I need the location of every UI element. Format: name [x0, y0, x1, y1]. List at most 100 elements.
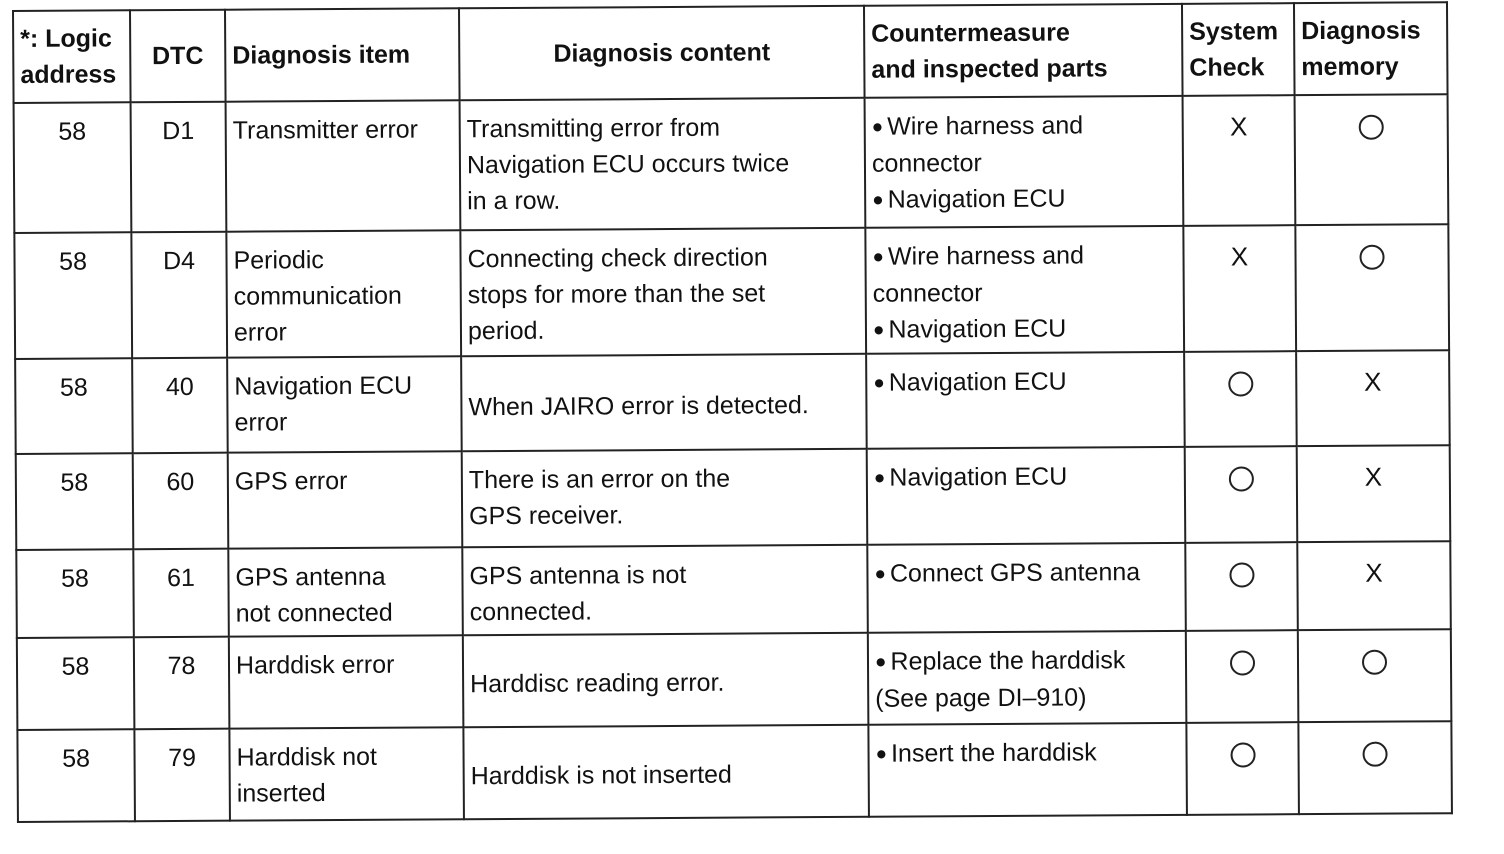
- bullet-icon: ●: [874, 651, 887, 673]
- diagnosis-content-line: period.: [467, 316, 545, 346]
- system-check-cell: [1185, 630, 1299, 723]
- header-diagnosis-item: Diagnosis item: [225, 8, 460, 102]
- countermeasure-line: ●Navigation ECU: [873, 462, 1068, 492]
- circle-mark-icon: [1227, 371, 1253, 397]
- system-check-cell: [1186, 722, 1299, 815]
- bullet-icon: ●: [873, 467, 886, 489]
- diagnosis-item-cell: GPS error: [227, 451, 463, 549]
- header-diagnosis-memory-line2: memory: [1301, 52, 1399, 82]
- logic-address-cell: 58: [13, 102, 132, 233]
- header-dtc: DTC: [130, 9, 226, 103]
- diagnosis-item-line: GPS error: [234, 466, 348, 496]
- countermeasure-line: ●Navigation ECU: [872, 314, 1067, 344]
- bullet-icon: ●: [872, 246, 885, 268]
- bullet-icon: ●: [874, 563, 887, 585]
- countermeasure-line: ●Replace the harddisk: [874, 646, 1126, 676]
- header-logic-address-line2: address: [20, 60, 117, 89]
- diagnosis-content-line: There is an error on the: [468, 464, 731, 495]
- dtc-cell: 60: [132, 452, 229, 550]
- x-mark: X: [1364, 366, 1382, 397]
- dtc-cell: 61: [133, 548, 229, 638]
- diagnosis-memory-cell: X: [1296, 445, 1451, 543]
- countermeasure-line: ●Connect GPS antenna: [874, 558, 1141, 588]
- header-system-check-line2: Check: [1189, 53, 1265, 82]
- system-check-cell: [1184, 351, 1297, 447]
- header-logic-address-line1: *: Logic: [20, 24, 112, 53]
- header-countermeasure-line1: Countermeasure: [871, 18, 1070, 48]
- diagnosis-content-line: Transmitting error from: [466, 113, 721, 144]
- diagnosis-content-line: Harddisk is not inserted: [470, 760, 733, 791]
- logic-address-cell: 58: [15, 358, 133, 454]
- diagnosis-item-cell: Harddisk error: [228, 635, 464, 729]
- header-row: *: Logic address DTC Diagnosis item Diag…: [13, 2, 1448, 103]
- header-system-check: System Check: [1181, 3, 1295, 96]
- countermeasure-cell: ●Wire harness and connector ●Navigation EC…: [864, 95, 1184, 228]
- logic-address-cell: 58: [14, 232, 133, 359]
- diagnosis-content-line: stops for more than the set: [467, 279, 766, 310]
- bullet-icon: ●: [873, 372, 885, 394]
- diagnosis-memory-cell: X: [1297, 541, 1451, 631]
- diagnosis-content-cell: Harddisk is not inserted: [463, 724, 869, 820]
- diagnosis-memory-cell: [1295, 224, 1450, 352]
- diagnosis-item-cell: Transmitter error: [225, 100, 461, 232]
- x-mark: X: [1365, 557, 1383, 588]
- system-check-cell: X: [1183, 225, 1297, 352]
- circle-mark-icon: [1228, 562, 1255, 588]
- bullet-icon: ●: [872, 189, 884, 211]
- diagnosis-item-line: error: [233, 318, 287, 347]
- diagnosis-item-line: inserted: [236, 779, 326, 808]
- system-check-cell: [1185, 542, 1298, 631]
- header-diagnosis-memory-line1: Diagnosis: [1301, 16, 1421, 46]
- countermeasure-cell: ●Replace the harddisk(See page DI–910): [867, 630, 1187, 725]
- dtc-table: *: Logic address DTC Diagnosis item Diag…: [12, 1, 1453, 823]
- countermeasure-cell: ●Navigation ECU: [866, 351, 1185, 449]
- diagnosis-item-cell: GPS antenna not connected: [228, 547, 463, 637]
- circle-mark-icon: [1228, 466, 1254, 492]
- diagnosis-item-line: GPS antenna: [235, 562, 386, 592]
- dtc-cell: 78: [133, 636, 230, 730]
- header-countermeasure-line2: and inspected parts: [871, 54, 1108, 84]
- countermeasure-line: ●Wire harness and: [871, 111, 1084, 141]
- dtc-cell: D1: [130, 101, 227, 233]
- diagnosis-item-line: Harddisk not: [236, 742, 378, 772]
- circle-mark-icon: [1229, 742, 1256, 768]
- bullet-icon: ●: [875, 743, 888, 765]
- diagnosis-item-line: Periodic: [233, 246, 324, 275]
- header-diagnosis-content: Diagnosis content: [458, 5, 865, 101]
- x-mark: X: [1229, 111, 1248, 142]
- bullet-icon: ●: [871, 116, 884, 138]
- countermeasure-cell: ●Insert the harddisk: [868, 722, 1187, 817]
- logic-address-cell: 58: [17, 729, 135, 822]
- countermeasure-line: ●Navigation ECU: [872, 184, 1066, 214]
- diagnosis-content-cell: Harddisc reading error.: [462, 632, 869, 728]
- logic-address-cell: 58: [16, 549, 134, 638]
- dtc-cell: D4: [131, 231, 228, 359]
- logic-address-cell: 58: [16, 637, 135, 730]
- diagnosis-content-line: GPS antenna is not: [469, 560, 687, 591]
- countermeasure-line: connector: [871, 149, 982, 178]
- header-countermeasure: Countermeasure and inspected parts: [863, 3, 1183, 98]
- x-mark: X: [1364, 461, 1383, 492]
- countermeasure-line: connector: [872, 279, 983, 308]
- dtc-cell: 79: [134, 728, 230, 822]
- diagnosis-memory-cell: [1298, 721, 1452, 815]
- diagnosis-item-line: not connected: [235, 598, 393, 628]
- header-system-check-line1: System: [1189, 17, 1279, 46]
- diagnosis-content-line: Harddisc reading error.: [470, 668, 725, 699]
- system-check-cell: X: [1182, 95, 1296, 226]
- logic-address-cell: 58: [15, 453, 134, 550]
- diagnosis-content-line: Navigation ECU occurs twice: [466, 149, 790, 180]
- bullet-icon: ●: [872, 319, 885, 341]
